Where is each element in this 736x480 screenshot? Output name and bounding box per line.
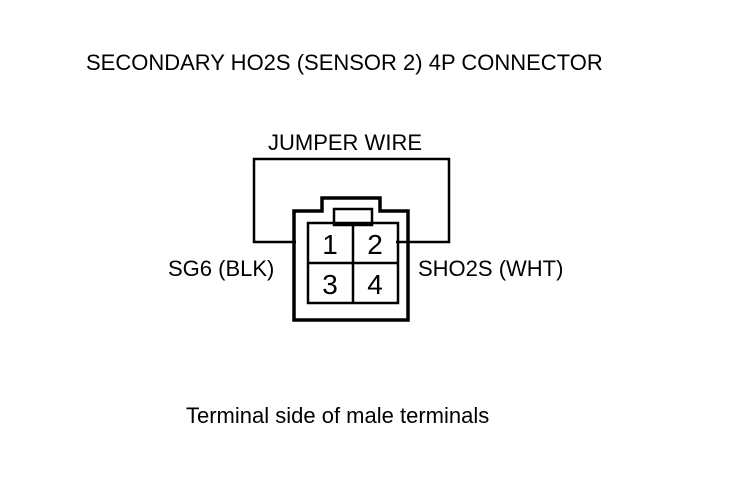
sho2s-terminal-label: SHO2S (WHT) [418, 256, 564, 281]
pin-4-label: 4 [367, 269, 383, 300]
connector-housing [292, 196, 410, 322]
jumper-wire [252, 157, 451, 244]
sg6-terminal-label: SG6 (BLK) [168, 256, 275, 281]
diagram-caption: Terminal side of male terminals [186, 403, 490, 428]
diagram-title: SECONDARY HO2S (SENSOR 2) 4P CONNECTOR [86, 50, 603, 75]
pin-1-label: 1 [322, 229, 338, 260]
pin-2-label: 2 [367, 229, 383, 260]
jumper-wire-label: JUMPER WIRE [268, 130, 422, 155]
pin-3-label: 3 [322, 269, 338, 300]
